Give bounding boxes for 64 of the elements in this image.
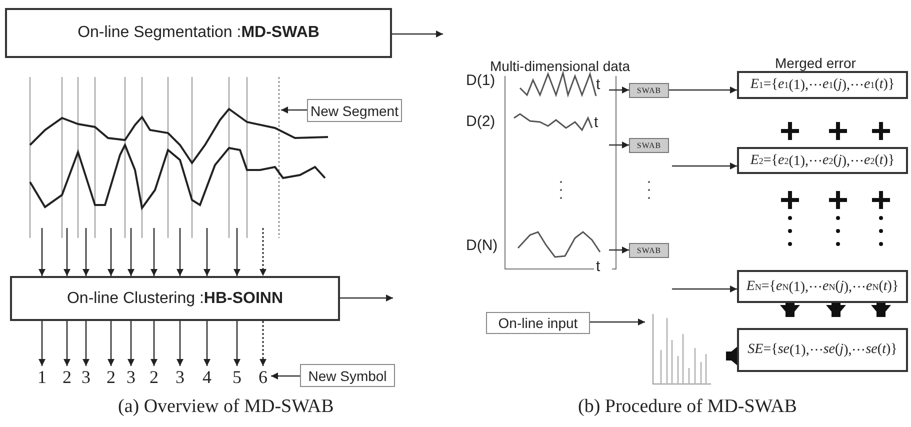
arrow [108, 321, 114, 366]
arrow [260, 228, 266, 276]
arrow [64, 321, 70, 366]
arrow [672, 162, 737, 170]
symbol-number: 3 [172, 366, 188, 388]
arrow [672, 286, 737, 292]
arrow [260, 321, 266, 366]
formula-box: SE={se(1),⋯se(j),⋯se(t)} [737, 328, 908, 372]
leader-arrow [271, 372, 300, 380]
arrow [669, 86, 737, 94]
symbol-number: 4 [199, 366, 215, 388]
process-box: On-line Segmentation :MD-SWAB [5, 8, 392, 58]
arrow [234, 321, 240, 366]
process-box: SWAB [629, 83, 669, 98]
arrow [204, 228, 210, 276]
arrow [108, 228, 114, 276]
arrow [150, 228, 158, 276]
arrow [38, 321, 46, 366]
leader-arrow [590, 318, 645, 326]
arrow [176, 228, 184, 276]
callout-box: New Symbol [300, 364, 395, 387]
arrow [340, 294, 393, 302]
arrow [726, 346, 738, 366]
caption: (a) Overview of MD-SWAB [118, 396, 334, 418]
symbol-number: 2 [59, 366, 75, 388]
arrow [234, 228, 240, 276]
input-box: On-line input [486, 312, 590, 334]
process-box: On-line Clustering :HB-SOINN [10, 276, 340, 321]
caption: (b) Procedure of MD-SWAB [578, 396, 797, 418]
arrow [609, 246, 629, 254]
arrow [609, 86, 629, 94]
arrow [392, 30, 443, 38]
process-box: SWAB [629, 138, 669, 153]
arrow [826, 303, 846, 317]
symbol-number: 3 [78, 366, 94, 388]
axis-title: Multi-dimensional data [490, 58, 630, 74]
symbol-number: 6 [255, 366, 271, 388]
callout-box: New Segment [307, 99, 402, 122]
symbol-number: 5 [229, 366, 245, 388]
series-label: D(1) [466, 72, 496, 89]
series-label: D(N) [466, 237, 498, 254]
arrow [204, 321, 210, 366]
arrow [82, 228, 90, 276]
arrow [176, 321, 184, 366]
symbol-number: 2 [146, 366, 162, 388]
arrow [780, 303, 800, 317]
arrow [871, 303, 891, 317]
symbol-number: 3 [123, 366, 139, 388]
symbol-number: 1 [34, 366, 50, 388]
arrow [281, 106, 307, 114]
arrow [38, 228, 46, 276]
process-box: SWAB [629, 243, 669, 258]
arrow [609, 142, 629, 148]
series-label: D(2) [466, 113, 496, 130]
arrow [64, 228, 70, 276]
arrow [150, 321, 158, 366]
axis-label: t [596, 76, 600, 93]
arrow [128, 228, 134, 276]
arrow [82, 321, 90, 366]
axis-label: t [594, 114, 598, 131]
column-heading: Merged error [775, 55, 856, 71]
arrow [128, 321, 134, 366]
axis-label: t [596, 258, 600, 275]
symbol-number: 2 [103, 366, 119, 388]
